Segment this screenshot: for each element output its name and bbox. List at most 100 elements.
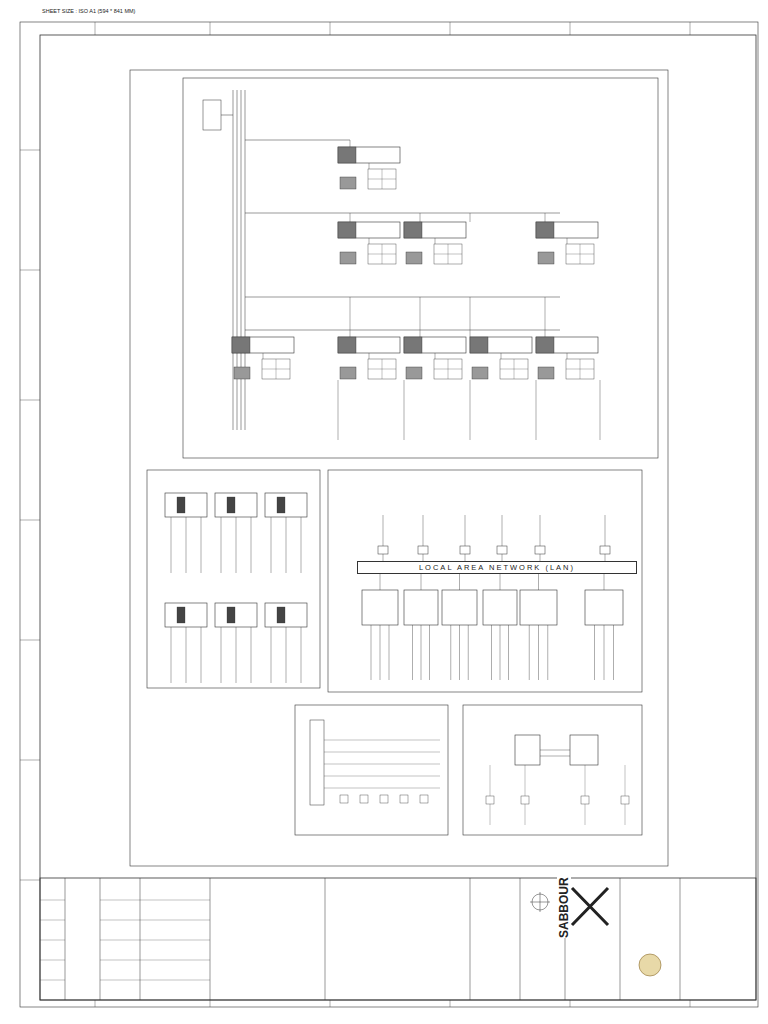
logo-mark (572, 888, 608, 925)
title-divider (65, 878, 66, 1000)
floor-unit (265, 603, 307, 627)
cable-drop (286, 627, 287, 683)
lan-drop (604, 574, 605, 590)
station-group (483, 590, 517, 625)
source-box (203, 100, 221, 130)
panel-unit (536, 222, 598, 238)
grid-tick (690, 1000, 691, 1007)
cable-drop (286, 517, 287, 573)
unit-table (500, 359, 528, 379)
lan-drop (538, 574, 539, 590)
floor-unit (165, 603, 207, 627)
panel-unit-hatch (536, 337, 554, 353)
device-block (340, 367, 356, 379)
detail-device (521, 796, 529, 804)
table-rule (382, 244, 383, 264)
title-block (40, 878, 756, 1000)
table-rule (580, 359, 581, 379)
floor-unit (215, 493, 257, 517)
detail-wire (324, 776, 440, 777)
riser-drop (600, 380, 601, 440)
grid-tick (95, 1000, 96, 1007)
floor-unit-core (277, 497, 285, 513)
unit-table (434, 244, 462, 264)
station-group (585, 590, 623, 625)
wire (545, 213, 546, 222)
panel-unit (338, 147, 400, 163)
panel-unit (536, 337, 598, 353)
riser-drop (404, 380, 405, 440)
grid-tick (20, 520, 40, 521)
grid-tick (210, 1000, 211, 1007)
title-row (40, 980, 65, 981)
wire (435, 238, 436, 244)
station-wire (594, 625, 595, 680)
cable-drop (186, 517, 187, 573)
floor-unit-core (277, 607, 285, 623)
cable-drop (236, 627, 237, 683)
floor-unit-core (227, 607, 235, 623)
title-row (100, 960, 210, 961)
uplink-wire (540, 515, 541, 546)
lan-drop (421, 574, 422, 590)
cable-drop (251, 517, 252, 573)
wire (501, 353, 502, 359)
grid-tick (20, 270, 40, 271)
wire (540, 750, 570, 751)
wire (369, 238, 370, 244)
wire (470, 213, 471, 222)
wire (490, 804, 491, 825)
unit-table (368, 169, 396, 189)
title-divider (470, 878, 471, 1000)
wire (585, 804, 586, 825)
detail-wire (324, 740, 440, 741)
unit-table (368, 244, 396, 264)
lan-panel (328, 470, 642, 692)
riser-drop (536, 380, 537, 440)
station-wire (459, 625, 460, 680)
riser-drop (338, 380, 339, 440)
station-wire (604, 625, 605, 680)
table-rule (276, 359, 277, 379)
device-block (406, 367, 422, 379)
title-divider (140, 878, 141, 1000)
wire (420, 213, 421, 222)
band-label: LOCAL AREA NETWORK (LAN) (419, 563, 575, 572)
switch-box (497, 546, 507, 554)
device-block (538, 252, 554, 264)
wire (245, 213, 560, 214)
panel-unit-hatch (232, 337, 250, 353)
sheet-size-note: SHEET SIZE : ISO A1 (594 * 841 MM) (42, 8, 135, 14)
title-divider (620, 878, 621, 1000)
main-panel (130, 70, 668, 866)
panel-unit (338, 222, 400, 238)
detail-panel (463, 705, 642, 835)
wire (567, 353, 568, 359)
panel-unit (338, 337, 400, 353)
grid-tick (450, 22, 451, 35)
title-row (40, 920, 65, 921)
title-row (100, 940, 210, 941)
wire (545, 297, 546, 337)
station-wire (547, 625, 548, 680)
panel-unit-hatch (404, 222, 422, 238)
wire (470, 297, 471, 337)
station-wire (500, 625, 501, 680)
wire (435, 353, 436, 359)
switch-box (378, 546, 388, 554)
grid-tick (20, 150, 40, 151)
cable-drop (201, 517, 202, 573)
bus-line (233, 90, 234, 430)
wire (369, 353, 370, 359)
table-rule (580, 244, 581, 264)
detail-device (360, 795, 368, 803)
wire (567, 238, 568, 244)
detail-device (400, 795, 408, 803)
uplink-wire (383, 515, 384, 546)
table-rule (448, 244, 449, 264)
panel-unit-hatch (338, 337, 356, 353)
title-row (100, 900, 210, 901)
uplink-wire (465, 515, 466, 546)
